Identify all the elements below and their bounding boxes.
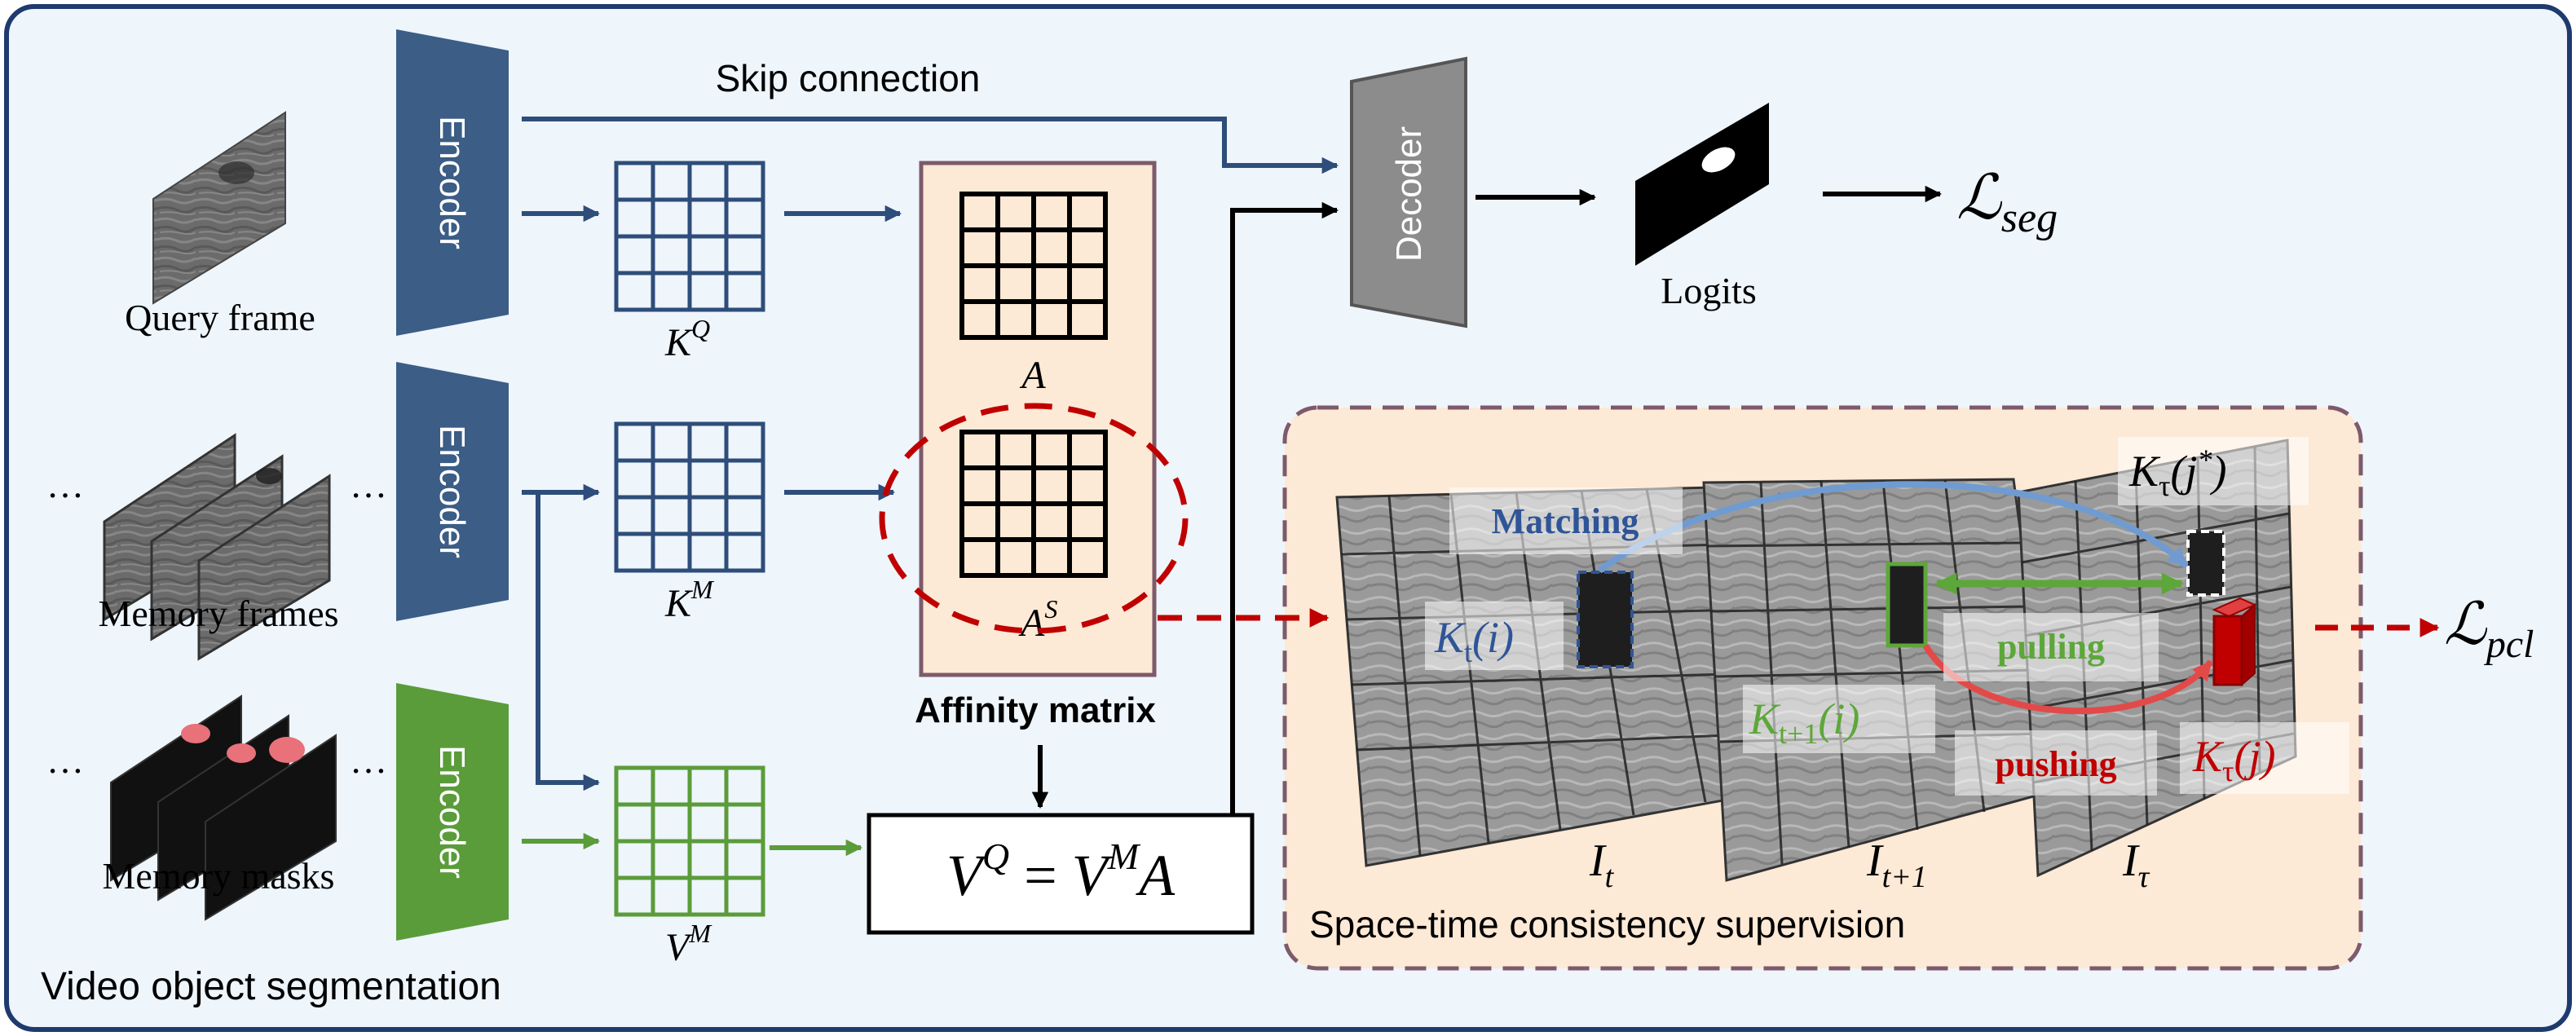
mask-encoder: Encoder [396, 683, 509, 941]
query-frame-image [152, 111, 286, 305]
pcl-loss: ℒpcl [2444, 592, 2534, 666]
patch-Ktau-jstar [2186, 530, 2225, 597]
Kt-i-label: Kt(i) [1434, 613, 1514, 668]
affinity-AS-highlight [879, 403, 1189, 634]
section-title: Video object segmentation [41, 965, 501, 1008]
Kt1-i-label-bg [1743, 685, 1935, 753]
pulling-label: pulling [1997, 627, 2105, 667]
affinity-AS-grid [959, 430, 1108, 578]
key-memory-grid [614, 421, 765, 573]
Ktau-jstar-label-bg [2118, 437, 2309, 505]
memory-frames-ellipsis-left: … [46, 464, 84, 505]
mask-encoder-label: Encoder [432, 745, 472, 879]
readout-to-decoder-arrow [1230, 201, 1339, 815]
value-memory-grid [614, 765, 765, 917]
affinity-A-grid [959, 192, 1108, 340]
logits-image [1635, 103, 1769, 266]
supervision-title: Space-time consistency supervision [1309, 903, 1905, 946]
affinity-title: Affinity matrix [915, 690, 1156, 730]
affinity-AS-label: AS [1018, 594, 1057, 645]
memory-frames-label: Memory frames [98, 593, 338, 634]
Ktau-j-label-bg [2180, 722, 2349, 794]
frame-It-label: It [1589, 835, 1615, 894]
key-query-label: KQ [664, 314, 710, 364]
key-memory-label: KM [664, 575, 715, 625]
patch-Ktau-j [2212, 597, 2257, 687]
query-frame-label: Query frame [125, 297, 315, 338]
patch-Kt-i [1577, 571, 1634, 668]
frame-Itau-label: Iτ [2122, 835, 2150, 894]
decoder-label: Decoder [1389, 126, 1429, 262]
seg-loss: ℒseg [1956, 164, 2058, 241]
readout-equation: VQ = VMA [946, 835, 1176, 908]
skip-connection-arrow [522, 117, 1339, 174]
memory-encoder-label: Encoder [432, 425, 472, 558]
memory-masks-label: Memory masks [103, 855, 335, 897]
Kt1-i-label: Kt+1(i) [1749, 694, 1859, 750]
decoder: Decoder [1350, 56, 1467, 328]
pushing-label-bg [1955, 730, 2157, 796]
key-query-grid [614, 161, 765, 312]
memory-frames-image [103, 433, 331, 661]
Ktau-jstar-label: Kτ(j*) [2128, 443, 2226, 502]
readout-box [867, 813, 1255, 935]
memory-masks-ellipsis-left: … [46, 739, 84, 781]
value-memory-label: VM [665, 919, 712, 969]
memory-masks-ellipsis-right: … [350, 739, 387, 781]
memory-masks-image [110, 694, 337, 921]
logits-label: Logits [1661, 270, 1757, 311]
memory-encoder-to-vm-arrow [536, 492, 601, 791]
skip-connection-label: Skip connection [716, 57, 981, 99]
matching-label-bg [1449, 487, 1683, 554]
patch-Kt1-i [1886, 562, 1928, 648]
Kt-i-label-bg [1425, 602, 1564, 670]
Ktau-j-label: Kτ(j) [2192, 732, 2275, 787]
memory-encoder: Encoder [396, 362, 509, 621]
pushing-label: pushing [1995, 744, 2116, 784]
pulling-label-bg [1943, 613, 2159, 681]
query-encoder-label: Encoder [432, 116, 472, 249]
frame-It1-label: It+1 [1866, 835, 1927, 894]
query-encoder: Encoder [396, 29, 509, 336]
memory-frames-ellipsis-right: … [350, 464, 387, 505]
affinity-A-label: A [1019, 354, 1046, 397]
matching-label: Matching [1492, 501, 1639, 541]
